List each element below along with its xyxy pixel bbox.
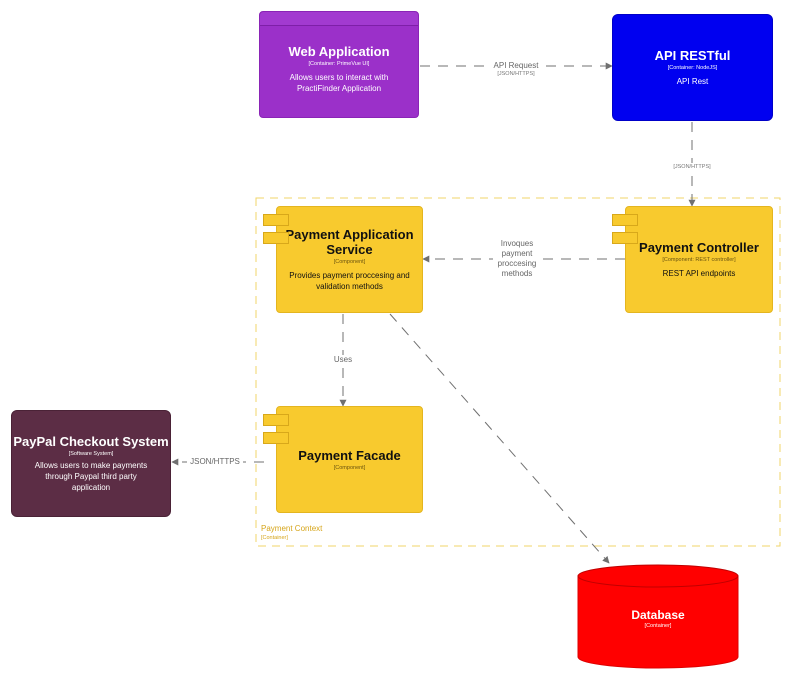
edge-proto-api-controller: [JSON/HTTPS] bbox=[670, 163, 714, 171]
payment-facade-node[interactable]: Payment Facade [Component] bbox=[276, 406, 423, 513]
payment-facade-title: Payment Facade bbox=[298, 447, 401, 463]
payment-context-boundary bbox=[255, 197, 781, 547]
database-title: Database bbox=[631, 608, 685, 622]
payment-application-service-title: Payment Application Service bbox=[285, 227, 414, 257]
api-restful-desc: API Rest bbox=[676, 77, 709, 86]
window-titlebar bbox=[260, 12, 418, 26]
component-tab-icon bbox=[612, 214, 638, 226]
edge-label-facade-paypal: JSON/HTTPS bbox=[187, 457, 243, 467]
database-cylinder[interactable] bbox=[577, 564, 739, 669]
edge-label-text: API Request bbox=[493, 61, 539, 70]
payment-context-type: [Container] bbox=[261, 535, 288, 541]
component-tab-icon bbox=[263, 232, 289, 244]
payment-controller-title: Payment Controller bbox=[639, 240, 759, 255]
payment-context-title: Payment Context bbox=[261, 524, 323, 533]
payment-controller-desc: REST API endpoints bbox=[662, 269, 736, 278]
api-restful-tech: [Container: NodeJS] bbox=[667, 65, 718, 71]
web-application-title: Web Application bbox=[288, 43, 390, 59]
database-tech: [Container] bbox=[644, 623, 672, 629]
component-tab-icon bbox=[263, 214, 289, 226]
component-tab-icon bbox=[263, 414, 289, 426]
api-restful-title: API RESTful bbox=[654, 48, 731, 63]
payment-controller-tech: [Component: REST controller] bbox=[662, 257, 736, 263]
edge-proto-text: [JSON/HTTPS] bbox=[497, 71, 535, 77]
payment-controller-node[interactable]: Payment Controller [Component: REST cont… bbox=[625, 206, 773, 313]
database-label: Database [Container] bbox=[578, 608, 738, 630]
edge-label-service-facade: Uses bbox=[329, 355, 357, 365]
payment-application-service-node[interactable]: Payment Application Service [Component] … bbox=[276, 206, 423, 313]
paypal-tech: [Software System] bbox=[68, 451, 114, 457]
web-application-node[interactable]: Web Application [Container: PrimeVue UI]… bbox=[259, 11, 419, 118]
payment-context-label: Payment Context [Container] bbox=[261, 524, 322, 542]
payment-application-service-tech: [Component] bbox=[333, 259, 366, 265]
paypal-title: PayPal Checkout System bbox=[13, 434, 169, 449]
web-application-tech: [Container: PrimeVue UI] bbox=[308, 60, 370, 67]
edge-service-to-database bbox=[389, 313, 610, 564]
component-tab-icon bbox=[612, 232, 638, 244]
payment-facade-tech: [Component] bbox=[333, 464, 366, 471]
web-application-desc: Allows users to interact with PractiFind… bbox=[289, 72, 389, 93]
api-restful-node[interactable]: API RESTful [Container: NodeJS] API Rest bbox=[612, 14, 773, 121]
paypal-checkout-system-node[interactable]: PayPal Checkout System [Software System]… bbox=[11, 410, 171, 517]
edge-label-controller-service: Invoques payment proccesing methods bbox=[493, 239, 541, 279]
edge-label-webapp-api: API Request [JSON/HTTPS] bbox=[488, 61, 544, 78]
payment-application-service-desc: Provides payment proccesing and validati… bbox=[289, 271, 410, 291]
component-tab-icon bbox=[263, 432, 289, 444]
paypal-desc: Allows users to make payments through Pa… bbox=[34, 461, 148, 492]
